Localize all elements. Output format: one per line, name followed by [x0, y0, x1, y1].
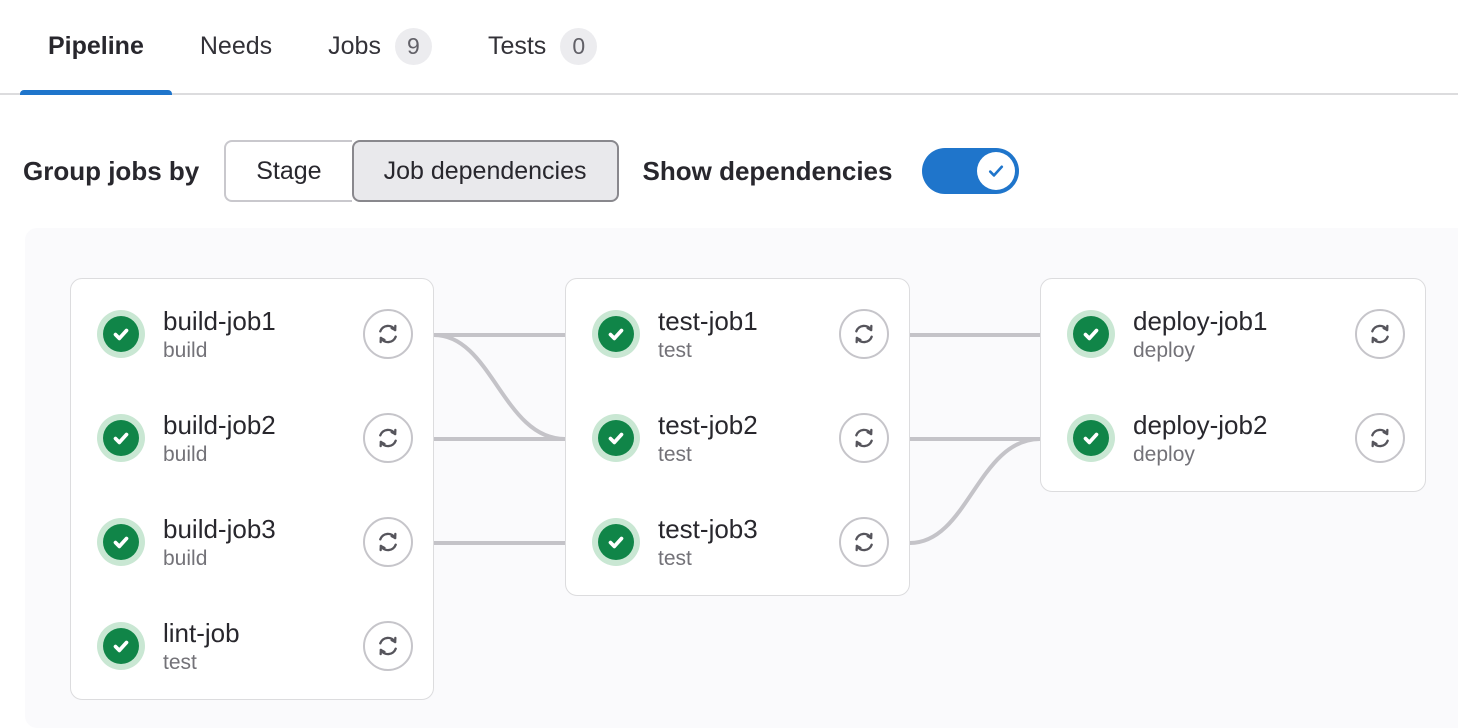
group-jobs-segmented-control: StageJob dependencies [224, 140, 618, 202]
retry-icon [374, 632, 402, 660]
show-dependencies-label: Show dependencies [643, 156, 893, 187]
job-test-job3[interactable]: test-job3test [566, 490, 909, 594]
job-text: deploy-job2deploy [1133, 409, 1267, 468]
job-test-job1[interactable]: test-job1test [566, 282, 909, 386]
status-success-icon [1067, 310, 1115, 358]
job-text: test-job1test [658, 305, 758, 364]
retry-job-button[interactable] [1355, 309, 1405, 359]
job-text: build-job2build [163, 409, 276, 468]
group-jobs-by-label: Group jobs by [23, 156, 199, 187]
job-stage: deploy [1133, 441, 1267, 468]
retry-job-button[interactable] [839, 517, 889, 567]
retry-icon [850, 320, 878, 348]
job-text: deploy-job1deploy [1133, 305, 1267, 364]
check-circle-icon [103, 420, 139, 456]
retry-job-button[interactable] [1355, 413, 1405, 463]
job-name: deploy-job1 [1133, 305, 1267, 337]
retry-icon [850, 424, 878, 452]
tab-bar: Pipeline Needs Jobs 9 Tests 0 [0, 0, 1458, 95]
check-circle-icon [103, 628, 139, 664]
job-stage: test [658, 545, 758, 572]
show-dependencies-toggle[interactable] [922, 148, 1019, 194]
job-stage: test [658, 441, 758, 468]
job-deploy-job2[interactable]: deploy-job2deploy [1041, 386, 1425, 490]
job-test-job2[interactable]: test-job2test [566, 386, 909, 490]
job-stage: build [163, 545, 276, 572]
job-deploy-job1[interactable]: deploy-job1deploy [1041, 282, 1425, 386]
link-build-job1-to-test-job2 [434, 335, 565, 439]
status-success-icon [97, 518, 145, 566]
check-circle-icon [1073, 316, 1109, 352]
link-test-job3-to-deploy-job2 [910, 439, 1040, 543]
job-stage: build [163, 337, 276, 364]
retry-job-button[interactable] [839, 413, 889, 463]
tab-label: Jobs [328, 32, 381, 61]
job-stage: deploy [1133, 337, 1267, 364]
job-group-card: deploy-job1deploydeploy-job2deploy [1040, 278, 1426, 492]
job-name: build-job2 [163, 409, 276, 441]
tab-pipeline[interactable]: Pipeline [20, 0, 172, 93]
check-circle-icon [598, 316, 634, 352]
job-name: deploy-job2 [1133, 409, 1267, 441]
toggle-knob-check-icon [977, 152, 1015, 190]
segment-job-dependencies[interactable]: Job dependencies [352, 140, 619, 202]
status-success-icon [97, 622, 145, 670]
retry-job-button[interactable] [363, 309, 413, 359]
retry-icon [374, 320, 402, 348]
pipeline-toolbar: Group jobs by StageJob dependencies Show… [23, 140, 1019, 202]
job-build-job2[interactable]: build-job2build [71, 386, 433, 490]
status-success-icon [97, 414, 145, 462]
job-lint-job[interactable]: lint-jobtest [71, 594, 433, 698]
job-text: lint-jobtest [163, 617, 240, 676]
tab-jobs[interactable]: Jobs 9 [300, 0, 460, 93]
job-stage: test [163, 649, 240, 676]
tab-label: Pipeline [48, 32, 144, 61]
retry-job-button[interactable] [839, 309, 889, 359]
job-build-job1[interactable]: build-job1build [71, 282, 433, 386]
check-circle-icon [1073, 420, 1109, 456]
status-success-icon [1067, 414, 1115, 462]
tab-label: Tests [488, 32, 546, 61]
job-text: build-job1build [163, 305, 276, 364]
job-build-job3[interactable]: build-job3build [71, 490, 433, 594]
job-stage: build [163, 441, 276, 468]
status-success-icon [592, 310, 640, 358]
status-success-icon [592, 518, 640, 566]
job-name: test-job2 [658, 409, 758, 441]
job-text: test-job2test [658, 409, 758, 468]
job-name: lint-job [163, 617, 240, 649]
tab-tests[interactable]: Tests 0 [460, 0, 625, 93]
status-success-icon [592, 414, 640, 462]
retry-icon [374, 528, 402, 556]
check-circle-icon [103, 316, 139, 352]
job-name: build-job3 [163, 513, 276, 545]
status-success-icon [97, 310, 145, 358]
tab-label: Needs [200, 32, 272, 61]
segment-stage[interactable]: Stage [224, 140, 351, 202]
retry-icon [850, 528, 878, 556]
check-circle-icon [598, 420, 634, 456]
tab-needs[interactable]: Needs [172, 0, 300, 93]
job-group-card: test-job1testtest-job2testtest-job3test [565, 278, 910, 596]
tab-count-badge: 9 [395, 28, 432, 65]
job-text: test-job3test [658, 513, 758, 572]
job-group-card: build-job1buildbuild-job2buildbuild-job3… [70, 278, 434, 700]
retry-icon [1366, 320, 1394, 348]
retry-job-button[interactable] [363, 621, 413, 671]
job-name: test-job1 [658, 305, 758, 337]
job-text: build-job3build [163, 513, 276, 572]
check-circle-icon [598, 524, 634, 560]
job-name: build-job1 [163, 305, 276, 337]
check-circle-icon [103, 524, 139, 560]
retry-job-button[interactable] [363, 517, 413, 567]
pipeline-graph-panel: build-job1buildbuild-job2buildbuild-job3… [25, 228, 1458, 728]
job-stage: test [658, 337, 758, 364]
retry-job-button[interactable] [363, 413, 413, 463]
retry-icon [374, 424, 402, 452]
tab-count-badge: 0 [560, 28, 597, 65]
job-name: test-job3 [658, 513, 758, 545]
retry-icon [1366, 424, 1394, 452]
